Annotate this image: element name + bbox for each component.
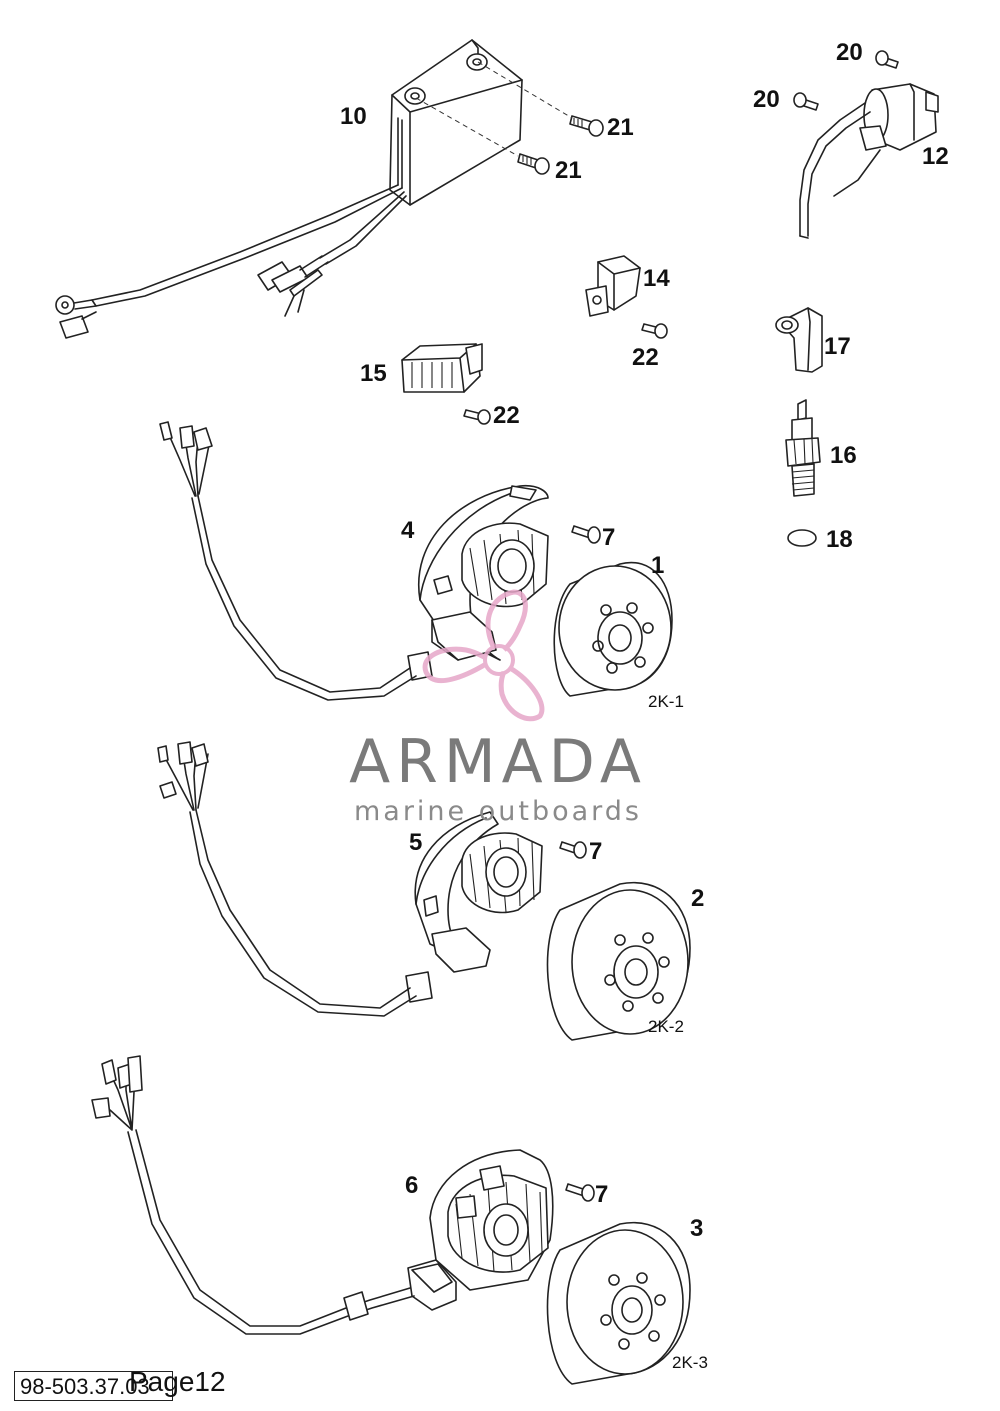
footer-code-box [14,1371,173,1401]
watermark-title: ARMADA [349,727,647,797]
label-part-7-2k2: 7 [589,838,602,865]
bolt-20-upper-drawing [875,50,899,69]
label-part-22-lower: 22 [493,402,520,429]
propeller-logo-icon [422,589,545,722]
bolt-21-upper-drawing [569,115,604,137]
label-part-5: 5 [409,829,422,856]
footer-doc-code: 98-503.37.03 [20,1374,150,1399]
label-part-21-upper: 21 [607,114,634,141]
o-ring-18-drawing [787,529,817,547]
wiring-harness-2k1-drawing [159,421,417,701]
label-part-16: 16 [830,442,857,469]
label-part-6: 6 [405,1172,418,1199]
bolt-7-2k3-drawing [565,1183,595,1202]
bolt-20-lower-drawing [793,92,819,111]
wiring-harness-2k3-drawing [91,1055,415,1335]
stator-5-drawing [405,811,543,1003]
stator-6-drawing [407,1149,554,1311]
label-part-21-lower: 21 [555,157,582,184]
stator-4-drawing [407,484,549,681]
label-part-1: 1 [651,552,664,579]
dash-guide-21a [477,61,573,119]
dash-guide-21b [415,97,519,157]
label-part-14: 14 [643,265,670,292]
label-part-7-2k1: 7 [602,524,615,551]
label-part-7-2k3: 7 [595,1181,608,1208]
cdi-unit-10-drawing [55,39,523,339]
label-part-15: 15 [360,360,387,387]
bolt-7-2k1-drawing [571,525,601,544]
label-part-20-upper: 20 [836,39,863,66]
spark-plug-16-drawing [785,399,821,497]
label-part-12: 12 [922,143,949,170]
spark-plug-cap-17-drawing [775,307,823,373]
ignition-coil-12-drawing [799,83,939,239]
label-part-2: 2 [691,885,704,912]
label-part-20-lower: 20 [753,86,780,113]
label-part-3: 3 [690,1215,703,1242]
watermark-subtitle: marine outboards [354,796,642,827]
bolt-7-2k2-drawing [559,841,587,859]
label-part-10: 10 [340,103,367,130]
label-group-2k1: 2K-1 [648,692,684,711]
wiring-harness-2k2-drawing [157,741,417,1017]
bolt-22-upper-drawing [641,323,668,339]
bracket-14-drawing [585,255,641,317]
label-part-17: 17 [824,333,851,360]
flywheel-3-drawing [546,1221,691,1385]
label-group-2k3: 2K-3 [672,1353,708,1372]
label-part-4: 4 [401,517,415,544]
flywheel-1-drawing [553,561,673,697]
label-group-2k2: 2K-2 [648,1017,684,1036]
regulator-15-drawing [401,343,483,393]
flywheel-2-drawing [546,881,691,1041]
bolt-22-lower-drawing [463,409,491,425]
label-part-18: 18 [826,526,853,553]
bolt-21-lower-drawing [517,153,550,175]
footer-page-label: Page12 [129,1366,226,1397]
label-part-22-upper: 22 [632,344,659,371]
